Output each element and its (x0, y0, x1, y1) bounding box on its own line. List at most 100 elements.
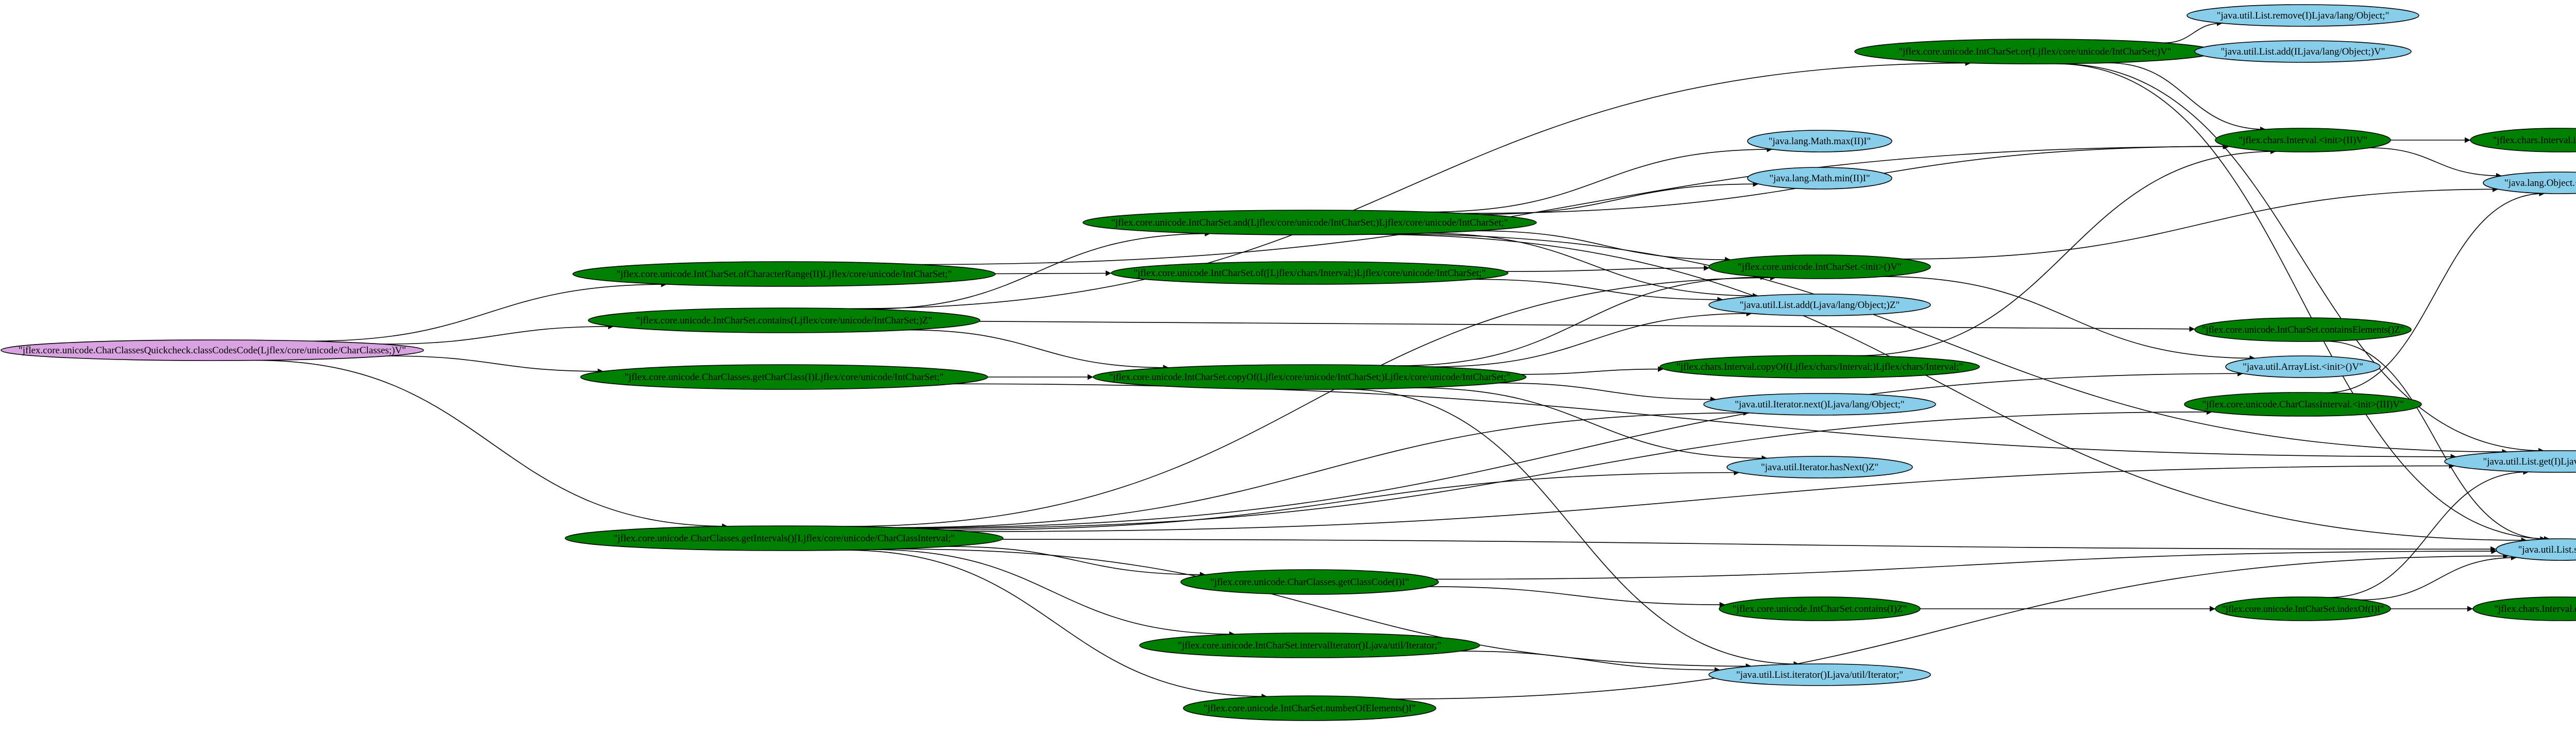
node-shape-n-intervalcopyof (1659, 355, 1980, 379)
node-shape-e-mathmax (1747, 130, 1892, 152)
node-shape-e-objectinit (2483, 172, 2576, 194)
node-e-listget[interactable]: "java.util.List.get(I)Ljava/lang/Object;… (2444, 450, 2576, 473)
node-n-getclasscode[interactable]: "jflex.core.unicode.CharClasses.getClass… (1180, 569, 1439, 595)
node-e-mathmin[interactable]: "java.lang.Math.min(II)I" (1747, 167, 1892, 190)
node-shape-n-copyof (1093, 364, 1527, 390)
edge-root-to-n-ofrange (310, 281, 667, 342)
node-label-e-mathmax: "java.lang.Math.max(II)I" (1769, 136, 1871, 147)
edge-n-getintervals-to-n-intervaliterator (871, 549, 1235, 637)
node-shape-root (1, 339, 424, 361)
node-shape-e-listiterator (1708, 663, 1931, 686)
edges-layer (255, 20, 2550, 699)
node-n-intervalcontains[interactable]: "jflex.chars.Interval.contains(I)Z" (2472, 596, 2576, 621)
edge-n-intervaliterator-to-e-listiterator (1460, 651, 1721, 673)
node-shape-e-arraylistinit (2225, 355, 2381, 378)
node-n-ofinterval[interactable]: "jflex.core.unicode.IntCharSet.of([Ljfle… (1111, 261, 1509, 285)
node-e-iterhasnext[interactable]: "java.util.Iterator.hasNext()Z" (1726, 456, 1913, 478)
node-n-ofrange[interactable]: "jflex.core.unicode.IntCharSet.ofCharact… (572, 261, 996, 287)
edge-n-getintervals-to-e-arraylistinit (901, 370, 2243, 528)
node-label-e-objectinit: "java.lang.Object.<init>()V" (2504, 178, 2576, 189)
edge-n-containselem-to-e-listsize (2325, 340, 2546, 542)
node-n-getcharclass[interactable]: "jflex.core.unicode.CharClasses.getCharC… (580, 364, 988, 390)
node-e-listiterator[interactable]: "java.util.List.iterator()Ljava/util/Ite… (1708, 663, 1931, 686)
node-e-arraylistinit[interactable]: "java.util.ArrayList.<init>()V" (2225, 355, 2381, 378)
node-e-mathmax[interactable]: "java.lang.Math.max(II)I" (1747, 130, 1892, 152)
edge-n-containsall-to-n-containselem (979, 321, 2195, 332)
node-shape-n-cciinit (2184, 392, 2422, 417)
node-shape-e-iternext (1703, 393, 1936, 416)
edge-n-getintervals-to-e-iternext (894, 410, 1749, 528)
node-n-intervalinit[interactable]: "jflex.chars.Interval.<init>(II)V" (2215, 128, 2391, 152)
edge-n-or-to-e-listsize (2056, 63, 2550, 542)
node-n-and[interactable]: "jflex.core.unicode.IntCharSet.and(Ljfle… (1082, 210, 1537, 235)
edge-n-getintervals-to-e-listiterator (893, 549, 1752, 669)
edge-root-to-n-getintervals (255, 360, 728, 529)
node-e-listsize[interactable]: "java.util.List.size()I" (2496, 538, 2576, 561)
edge-n-or-to-e-listremove (2164, 20, 2223, 43)
node-shape-n-numberofelements (1183, 695, 1436, 721)
node-shape-n-and (1082, 210, 1537, 235)
node-label-n-getintervals: "jflex.core.unicode.CharClasses.getInter… (614, 533, 955, 544)
node-n-containsi[interactable]: "jflex.core.unicode.IntCharSet.contains(… (1719, 596, 1921, 621)
node-label-n-intervaliterator: "jflex.core.unicode.IntCharSet.intervalI… (1178, 640, 1441, 651)
node-n-intervaliterator[interactable]: "jflex.core.unicode.IntCharSet.intervalI… (1139, 632, 1480, 658)
edge-n-getintervals-to-n-cciinit (920, 409, 2212, 529)
edge-n-and-to-e-mathmax (1429, 146, 1773, 213)
edge-n-or-to-e-listget (2059, 63, 2545, 454)
node-n-copyof[interactable]: "jflex.core.unicode.IntCharSet.copyOf(Lj… (1093, 364, 1527, 390)
node-label-n-containsi: "jflex.core.unicode.IntCharSet.contains(… (1733, 604, 1907, 614)
edge-n-containsall-to-n-or (849, 60, 1971, 310)
edge-n-getclasscode-to-n-containsi (1429, 586, 1725, 608)
node-n-invariants[interactable]: "jflex.chars.Interval.invariants()Z" (2470, 128, 2576, 152)
node-n-or[interactable]: "jflex.core.unicode.IntCharSet.or(Ljflex… (1854, 39, 2216, 64)
node-n-numberofelements[interactable]: "jflex.core.unicode.IntCharSet.numberOfE… (1183, 695, 1436, 721)
node-shape-n-containsall (588, 307, 980, 333)
node-label-e-iterhasnext: "java.util.Iterator.hasNext()Z" (1761, 462, 1878, 473)
node-shape-n-getintervals (565, 525, 1004, 551)
node-shape-e-listremove (2187, 4, 2419, 27)
node-shape-e-mathmin (1747, 167, 1892, 190)
edge-n-icsinit-to-e-objectinit (1903, 186, 2499, 260)
edge-n-copyof-to-e-listiterator (1345, 388, 1800, 667)
edge-root-to-n-getcharclass (387, 355, 604, 374)
node-n-cciinit[interactable]: "jflex.core.unicode.CharClassInterval.<i… (2184, 392, 2422, 417)
edge-n-cciinit-to-e-objectinit (2326, 191, 2545, 393)
node-n-getintervals[interactable]: "jflex.core.unicode.CharClasses.getInter… (565, 525, 1004, 551)
node-label-e-listaddo: "java.util.List.add(Ljava/lang/Object;)Z… (1740, 300, 1900, 311)
node-shape-e-listaddio (2194, 40, 2412, 63)
node-label-n-indexi: "jflex.core.unicode.IntCharSet.indexOf(I… (2222, 604, 2384, 614)
node-label-e-listsize: "java.util.List.size()I" (2518, 544, 2576, 555)
node-label-e-mathmin: "java.lang.Math.min(II)I" (1769, 173, 1870, 184)
edge-n-indexi-to-e-listget (2328, 469, 2529, 598)
node-shape-n-getclasscode (1180, 569, 1439, 595)
edge-n-getintervals-to-e-listsize (1002, 539, 2497, 552)
node-shape-e-listget (2444, 450, 2576, 473)
node-label-root: "jflex.core.unicode.CharClassesQuickchec… (19, 345, 406, 356)
edge-root-to-n-containsall (382, 323, 614, 345)
edge-n-getclasscode-to-e-listsize (1435, 548, 2497, 580)
node-n-containselem[interactable]: "jflex.core.unicode.IntCharSet.containsE… (2194, 317, 2412, 342)
node-e-listaddio[interactable]: "java.util.List.add(ILjava/lang/Object;)… (2194, 40, 2412, 63)
node-e-listaddo[interactable]: "java.util.List.add(Ljava/lang/Object;)Z… (1708, 294, 1931, 316)
node-label-n-intervalinit: "jflex.chars.Interval.<init>(II)V" (2239, 135, 2367, 146)
node-label-n-icsinit: "jflex.core.unicode.IntCharSet.<init>()V… (1738, 262, 1902, 272)
node-label-n-ofinterval: "jflex.core.unicode.IntCharSet.of([Ljfle… (1133, 268, 1485, 279)
node-label-e-arraylistinit: "java.util.ArrayList.<init>()V" (2243, 362, 2363, 372)
node-label-n-or: "jflex.core.unicode.IntCharSet.or(Ljflex… (1899, 46, 2171, 57)
node-shape-n-intervaliterator (1139, 632, 1480, 658)
node-n-indexi[interactable]: "jflex.core.unicode.IntCharSet.indexOf(I… (2215, 596, 2391, 621)
edge-n-getintervals-to-n-getclasscode (947, 546, 1206, 578)
node-n-intervalcopyof[interactable]: "jflex.chars.Interval.copyOf(Ljflex/char… (1659, 355, 1980, 379)
edge-n-getintervals-to-e-listget (969, 463, 2455, 532)
edge-n-intervalinit-to-e-objectinit (2369, 147, 2502, 179)
node-e-objectinit[interactable]: "java.lang.Object.<init>()V" (2483, 172, 2576, 194)
edge-n-numberofelements-to-e-listsize (1394, 553, 2509, 699)
edge-n-getintervals-to-e-iterhasnext (947, 470, 1740, 530)
node-label-e-iternext: "java.util.Iterator.next()Ljava/lang/Obj… (1735, 399, 1904, 410)
node-n-icsinit[interactable]: "jflex.core.unicode.IntCharSet.<init>()V… (1708, 254, 1931, 279)
node-e-iternext[interactable]: "java.util.Iterator.next()Ljava/lang/Obj… (1703, 393, 1936, 416)
node-e-listremove[interactable]: "java.util.List.remove(I)Ljava/lang/Obje… (2187, 4, 2419, 27)
node-label-n-ofrange: "jflex.core.unicode.IntCharSet.ofCharact… (617, 269, 952, 280)
node-root[interactable]: "jflex.core.unicode.CharClassesQuickchec… (1, 339, 424, 361)
node-n-containsall[interactable]: "jflex.core.unicode.IntCharSet.contains(… (588, 307, 980, 333)
